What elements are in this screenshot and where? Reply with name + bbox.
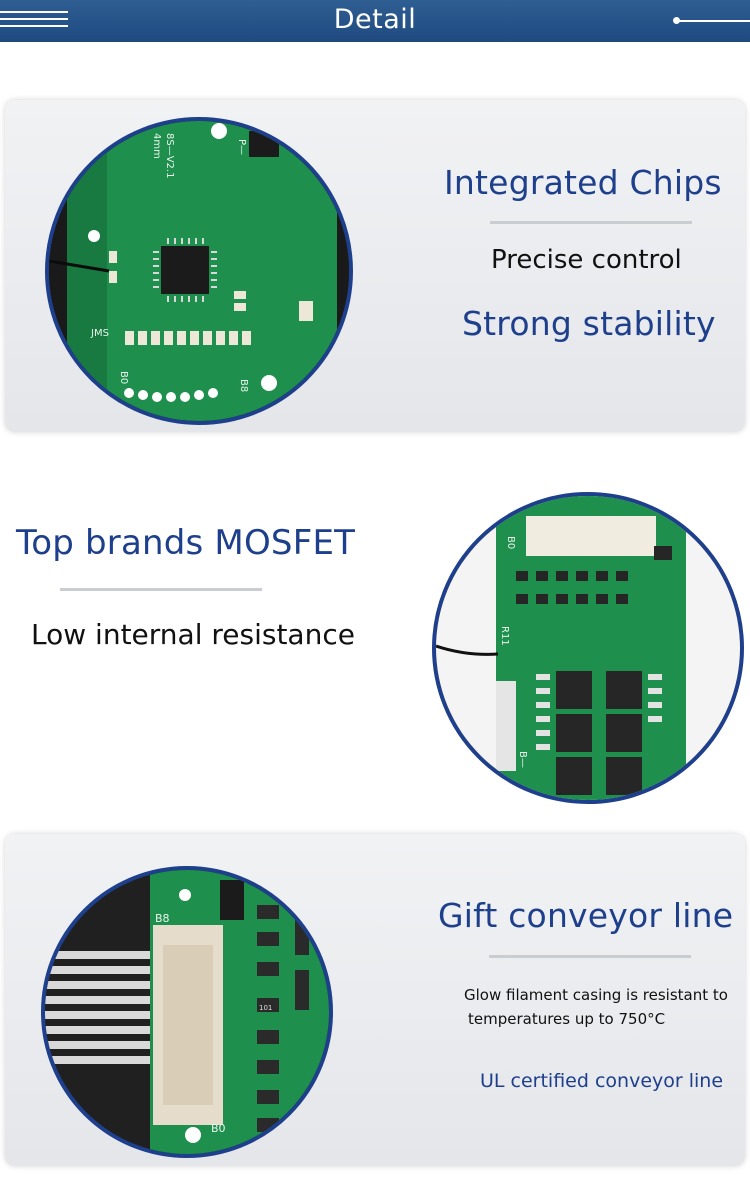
pcb-label-b8: B8	[238, 379, 249, 392]
heading-gift-conveyor-line: Gift conveyor line	[438, 896, 734, 935]
pcb-connector-photo: B8 B0 101	[41, 866, 333, 1158]
heading-integrated-chips: Integrated Chips	[444, 163, 722, 202]
pcb-label-b-minus: B—	[517, 751, 528, 768]
pcb-label-b0: B0	[505, 536, 516, 549]
feature-glow-filament-line-2: temperatures up to 750°C	[468, 1010, 666, 1028]
decorative-line	[675, 20, 750, 22]
divider	[489, 955, 691, 958]
divider	[490, 221, 692, 224]
feature-glow-filament-line-1: Glow filament casing is resistant to	[464, 986, 728, 1004]
pcb-mosfet-photo: B0 R11 B—	[432, 492, 744, 804]
heading-strong-stability: Strong stability	[462, 304, 716, 343]
heading-top-brands-mosfet: Top brands MOSFET	[16, 523, 356, 563]
menu-icon[interactable]	[0, 11, 68, 32]
page-title: Detail	[333, 4, 417, 35]
feature-low-internal-resistance: Low internal resistance	[31, 618, 355, 651]
pcb-chip-photo: 8S—V2.1 4mm P— JMS B0 B8	[45, 117, 353, 425]
pcb-label-b0: B0	[118, 371, 129, 384]
feature-precise-control: Precise control	[491, 245, 682, 275]
feature-ul-certified: UL certified conveyor line	[480, 1070, 724, 1092]
header-bar: Detail	[0, 0, 750, 42]
pcb-label-b8: B8	[155, 912, 170, 925]
pcb-label-version: 8S—V2.1	[164, 133, 175, 178]
pcb-label-size: 4mm	[151, 133, 162, 159]
pcb-label-b0: B0	[211, 1122, 226, 1135]
pcb-label-r11: R11	[499, 626, 510, 646]
divider	[60, 588, 262, 591]
pcb-label-p-minus: P—	[236, 139, 247, 155]
pcb-label-101: 101	[259, 1004, 272, 1012]
pcb-label-jms: JMS	[90, 328, 109, 339]
